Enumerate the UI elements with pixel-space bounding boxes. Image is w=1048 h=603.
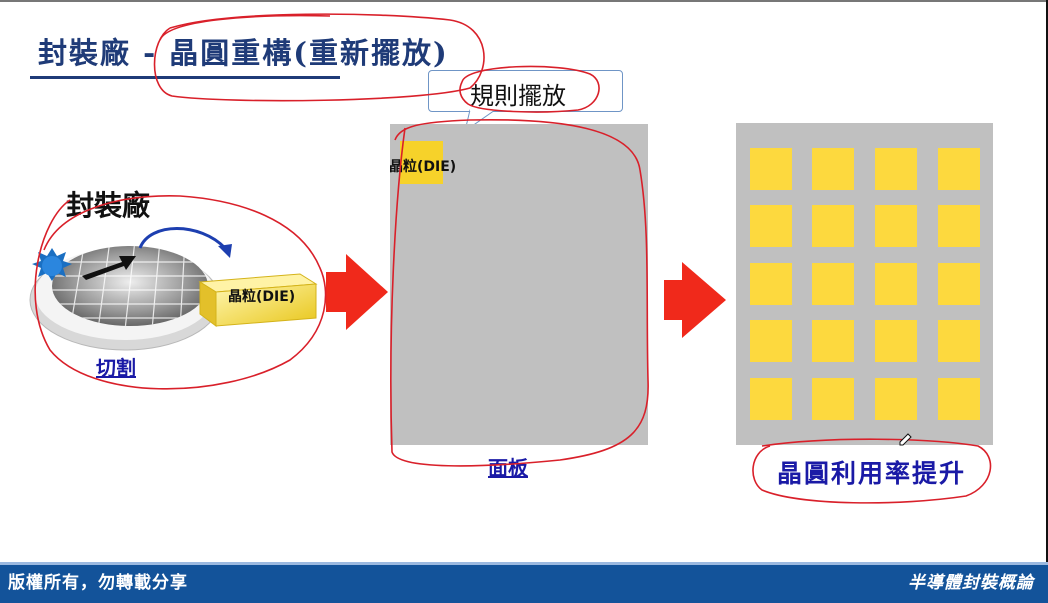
arranged-die bbox=[812, 320, 854, 362]
arranged-die bbox=[812, 263, 854, 305]
arrow-right-icon bbox=[664, 262, 726, 338]
arranged-die bbox=[750, 263, 792, 305]
panel-label: 面板 bbox=[488, 456, 528, 480]
arranged-die bbox=[875, 205, 917, 247]
arranged-die bbox=[875, 263, 917, 305]
arranged-die bbox=[750, 205, 792, 247]
arranged-die bbox=[750, 320, 792, 362]
arranged-die bbox=[812, 378, 854, 420]
arranged-die bbox=[875, 320, 917, 362]
arranged-die bbox=[938, 205, 980, 247]
arranged-die bbox=[875, 148, 917, 190]
footer-bar bbox=[0, 562, 1048, 603]
arranged-die bbox=[875, 378, 917, 420]
arranged-die bbox=[938, 148, 980, 190]
top-border bbox=[0, 0, 1048, 2]
utilization-label: 晶圓利用率提升 bbox=[777, 459, 967, 488]
arranged-die bbox=[812, 148, 854, 190]
footer-course-title: 半導體封裝概論 bbox=[908, 573, 1034, 593]
arranged-die bbox=[750, 148, 792, 190]
right-border bbox=[1046, 0, 1048, 562]
arranged-die bbox=[812, 205, 854, 247]
footer-copyright: 版權所有，勿轉載分享 bbox=[8, 573, 188, 593]
panel-die-label: 晶粒(DIE) bbox=[389, 159, 457, 175]
arrow-right-icon bbox=[326, 254, 388, 330]
arranged-die bbox=[750, 378, 792, 420]
arranged-die bbox=[938, 263, 980, 305]
arranged-die bbox=[938, 320, 980, 362]
arranged-die bbox=[938, 378, 980, 420]
